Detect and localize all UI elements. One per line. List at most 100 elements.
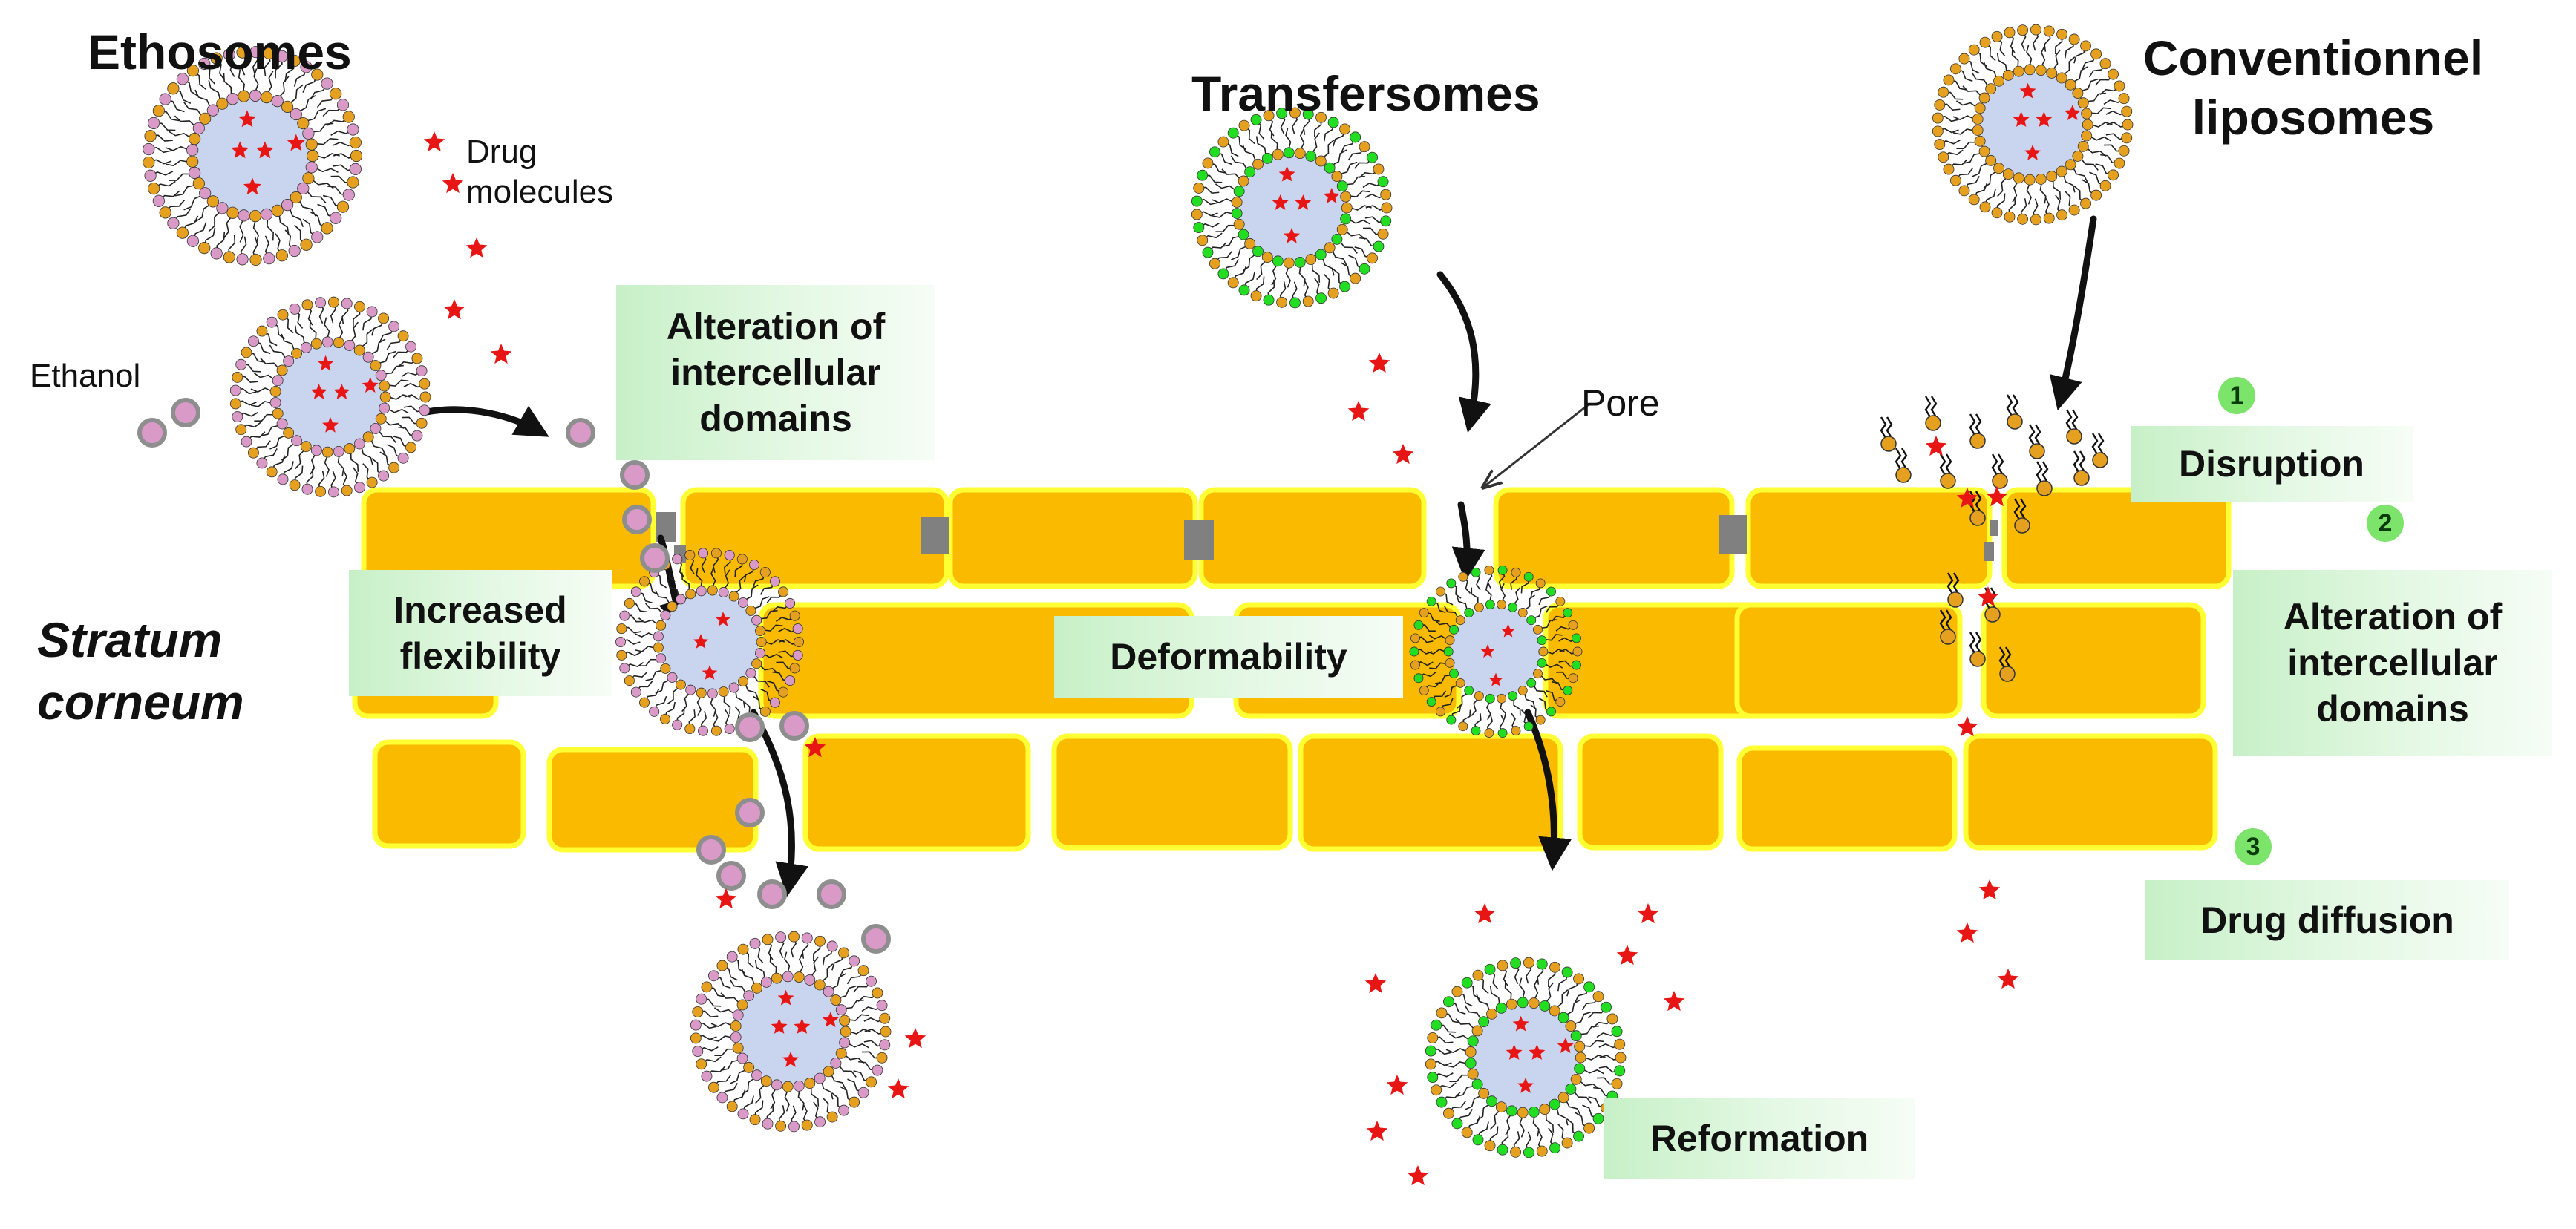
drug-molecules-line-1: Drug <box>466 134 537 170</box>
pore-pointer <box>1485 403 1589 486</box>
ethosome-entry-arrow <box>423 405 549 437</box>
free-lipid-17 <box>1939 609 1956 645</box>
drug-star <box>1637 903 1659 924</box>
ethosome-bottom <box>690 931 892 1133</box>
transfersome-approach-arrow <box>1436 271 1491 433</box>
ethanol-molecule-12 <box>757 879 787 909</box>
drug-star <box>1977 586 1999 607</box>
stratum-corneum-label: Stratum corneum <box>37 609 244 733</box>
drug-star <box>2019 82 2036 99</box>
transfersomes-title: Transfersomes <box>1191 66 1540 121</box>
drug-star <box>1366 1121 1388 1141</box>
drug-star <box>1474 903 1496 924</box>
drug-star <box>777 989 794 1006</box>
transfersome-deformed <box>1409 565 1583 738</box>
drug-star <box>1663 991 1685 1012</box>
drug-star <box>2024 144 2041 160</box>
ethanol-label: Ethanol <box>30 358 141 394</box>
drug-star <box>362 377 379 393</box>
junction-4 <box>1719 515 1747 554</box>
increased-line-2: flexibility <box>399 635 561 677</box>
ethanol-molecule-8 <box>779 711 809 741</box>
drug-star <box>1392 444 1414 465</box>
ethanol-molecule-13 <box>817 879 846 909</box>
corneocyte-6 <box>1745 487 1993 589</box>
free-lipid-18 <box>1969 632 1986 667</box>
drug-star <box>1529 1044 1546 1060</box>
drug-star <box>1557 1038 1574 1053</box>
free-lipid-4 <box>2006 394 2023 430</box>
corneocyte-14 <box>372 739 526 849</box>
drug-star <box>1956 488 1978 508</box>
drug-star <box>310 384 327 399</box>
ethanol-molecule-2 <box>171 398 200 427</box>
junction-7 <box>1990 520 1998 536</box>
drug-star <box>693 634 709 649</box>
drug-star <box>1506 1044 1523 1060</box>
liposome-arrow <box>2049 215 2097 411</box>
stratum-line-2: corneum <box>37 675 244 730</box>
drug-star <box>1407 1165 1429 1186</box>
free-lipid-8 <box>1895 448 1912 483</box>
corneocyte-16 <box>802 733 1031 852</box>
free-lipids-layer <box>1880 394 2108 682</box>
free-lipid-12 <box>2073 450 2090 486</box>
deformability-box: Deformability <box>1054 616 1403 698</box>
ethanol-molecule-1 <box>137 418 167 448</box>
junction-6 <box>1984 542 1994 561</box>
free-lipid-5 <box>2028 424 2045 459</box>
drug-star <box>490 344 512 364</box>
corneocyte-5 <box>1493 487 1735 589</box>
drug-star <box>333 384 350 399</box>
drug-star <box>231 141 249 159</box>
increased-flexibility-box: Increased flexibility <box>349 570 612 696</box>
free-lipid-14 <box>2013 498 2030 534</box>
alteration-right-line-1: Alteration of <box>2283 596 2503 638</box>
drug-star <box>1364 973 1387 994</box>
drug-diffusion-box: Drug diffusion <box>2145 880 2509 960</box>
free-lipid-11 <box>2036 461 2053 496</box>
step-badge-1: 1 <box>2218 377 2255 414</box>
drug-star <box>238 110 256 128</box>
ethosomes-title: Ethosomes <box>88 24 352 79</box>
free-lipid-15 <box>1946 572 1964 608</box>
conventional-line-1: Conventionnel <box>2142 30 2484 85</box>
free-lipid-2 <box>1924 396 1941 431</box>
drug-star <box>465 237 488 258</box>
ethosome-top <box>143 45 363 266</box>
drug-molecules-line-2: molecules <box>466 174 614 210</box>
free-lipid-6 <box>2065 409 2082 445</box>
corneocyte-15 <box>546 747 759 853</box>
drug-molecules-label: Drug molecules <box>466 132 613 212</box>
drug-star <box>255 141 274 159</box>
drug-star <box>1368 353 1390 373</box>
corneocyte-12 <box>1734 602 1963 719</box>
drug-star <box>1512 1015 1529 1032</box>
drug-star <box>1323 188 1340 203</box>
drug-star <box>771 1018 788 1034</box>
alteration-right-line-2: intercellular <box>2287 642 2498 684</box>
alteration-left-line-1: Alteration of <box>666 306 886 347</box>
step-badge-3: 3 <box>2235 828 2272 865</box>
free-lipid-9 <box>1939 453 1956 489</box>
drug-star <box>904 1028 926 1049</box>
drug-star <box>1480 644 1495 658</box>
drug-star <box>1272 194 1289 210</box>
alteration-left-line-3: domains <box>699 398 852 439</box>
stratum-line-1: Stratum <box>37 612 223 667</box>
corneocyte-21 <box>1963 733 2218 851</box>
ethanol-molecule-5 <box>622 505 652 534</box>
drug-star <box>1997 969 2019 989</box>
free-lipid-19 <box>1998 646 2016 682</box>
drug-star <box>715 612 731 626</box>
drug-star <box>1501 623 1515 638</box>
free-lipid-3 <box>1969 413 1986 449</box>
drug-star <box>2064 105 2081 120</box>
drug-star <box>1925 436 1947 456</box>
junction-3 <box>1184 520 1214 560</box>
drug-star <box>322 416 339 433</box>
junction-2 <box>921 517 949 554</box>
drug-star <box>1386 1075 1408 1095</box>
free-lipid-1 <box>1880 416 1897 452</box>
